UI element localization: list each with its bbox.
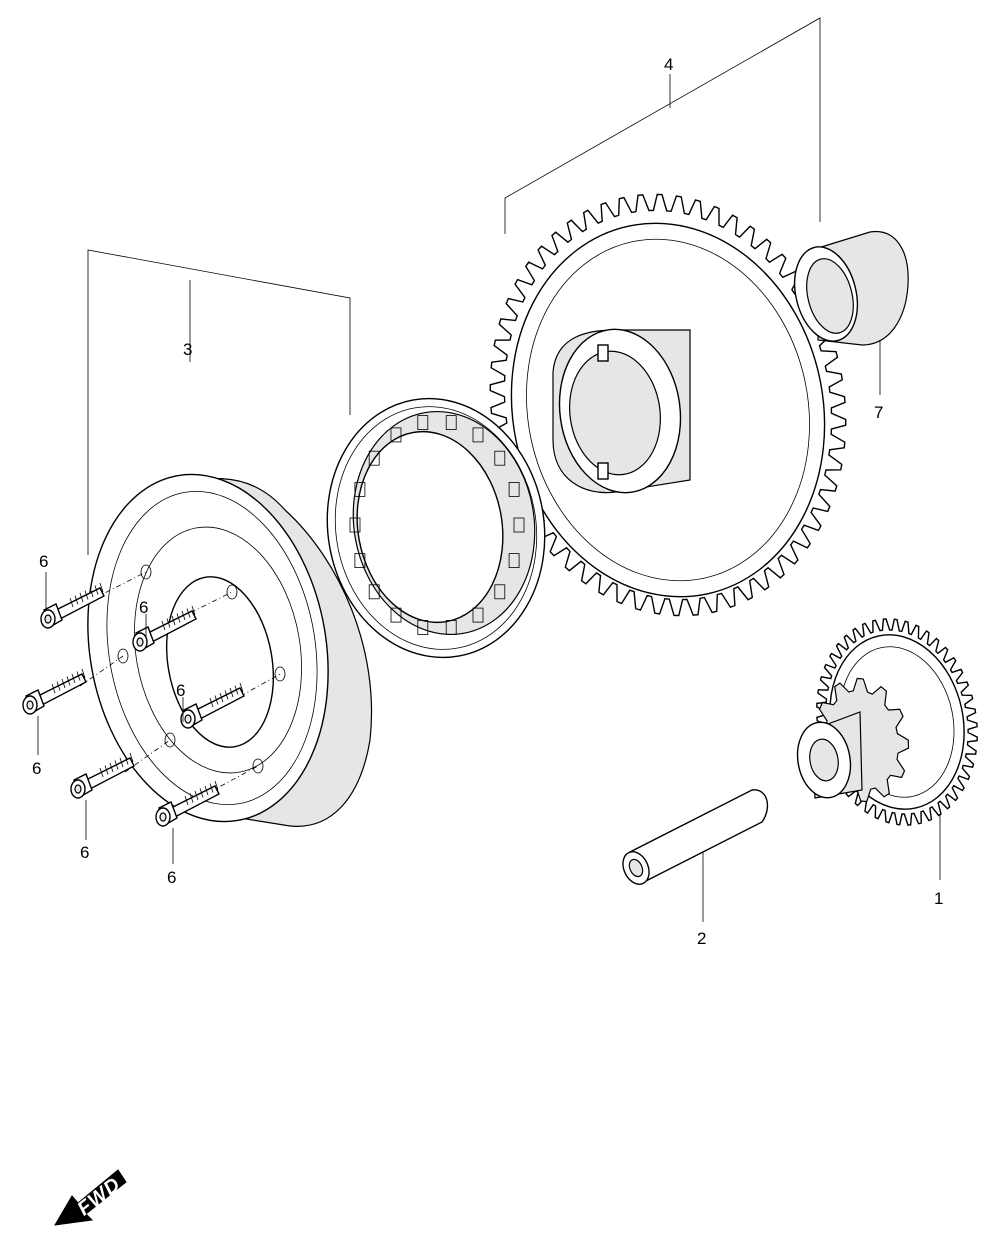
- socket-bolt: [22, 668, 87, 715]
- idler-shaft: [622, 789, 769, 885]
- clutch-roller: [390, 427, 402, 443]
- clutch-roller: [368, 450, 380, 466]
- starter-clutch-housing: [87, 473, 373, 827]
- callout-4: 4: [664, 55, 673, 74]
- callout-1: 1: [934, 889, 943, 908]
- large-driven-gear: [489, 193, 847, 617]
- leader-bracket-4: [504, 17, 821, 234]
- socket-bolt: [132, 605, 197, 652]
- callout-7: 7: [874, 403, 883, 422]
- clutch-roller: [472, 427, 484, 443]
- leader-bracket-3: [87, 249, 351, 555]
- clutch-roller: [494, 450, 506, 466]
- socket-bolt: [40, 582, 105, 629]
- socket-bolt: [70, 752, 135, 799]
- callout-6a: 6: [39, 552, 48, 571]
- clutch-roller: [494, 584, 506, 600]
- callout-6b: 6: [139, 598, 148, 617]
- callout-6d: 6: [32, 759, 41, 778]
- clutch-roller: [472, 607, 484, 623]
- socket-bolt: [180, 682, 245, 729]
- one-way-clutch-cage: [326, 397, 546, 659]
- clutch-roller: [354, 481, 366, 497]
- fwd-arrow-icon: FWD: [54, 1169, 127, 1226]
- socket-bolt: [155, 780, 220, 827]
- callout-2: 2: [697, 929, 706, 948]
- callout-3: 3: [183, 340, 192, 359]
- clutch-roller: [445, 415, 457, 431]
- clutch-roller: [354, 553, 366, 568]
- clutch-roller: [508, 481, 520, 497]
- clutch-roller: [513, 517, 525, 533]
- idler-gear: [796, 618, 978, 826]
- clutch-roller: [417, 620, 429, 635]
- clutch-roller: [417, 415, 429, 431]
- socket-bolts: [22, 571, 281, 827]
- clutch-roller: [508, 553, 520, 568]
- clutch-roller: [445, 620, 457, 635]
- callout-6c: 6: [176, 681, 185, 700]
- needle-bushing: [793, 230, 909, 346]
- callout-6e: 6: [80, 843, 89, 862]
- clutch-roller: [349, 517, 361, 533]
- callout-6f: 6: [167, 868, 176, 887]
- clutch-roller: [390, 607, 402, 623]
- clutch-roller: [368, 584, 380, 600]
